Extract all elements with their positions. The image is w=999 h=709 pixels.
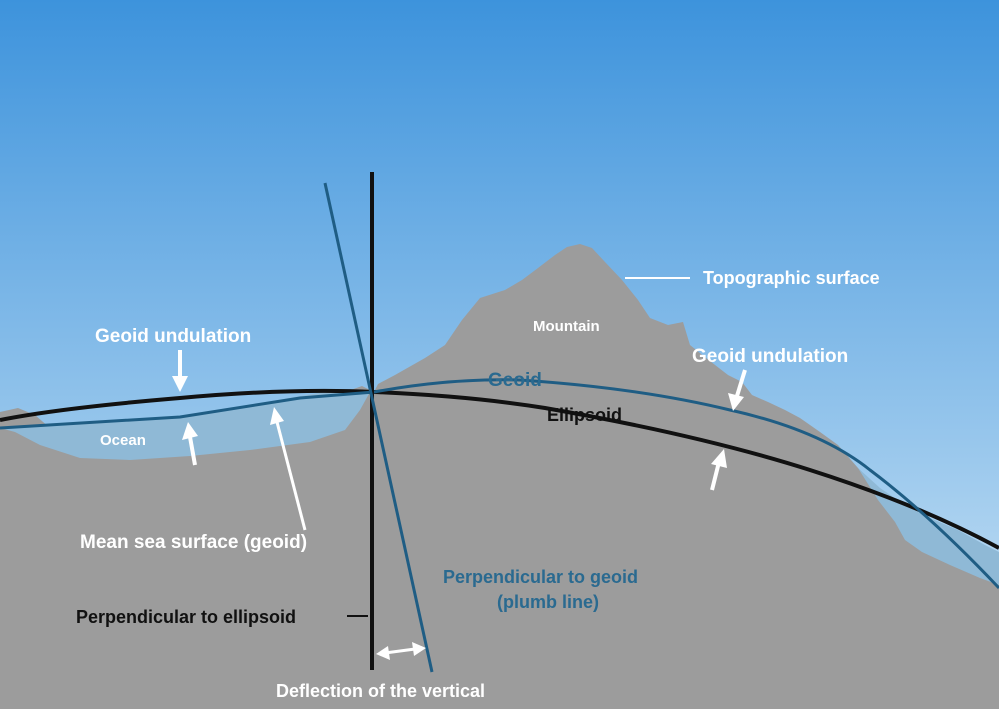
geoid-undulation-left-label: Geoid undulation bbox=[95, 326, 251, 347]
deflection-of-vertical-label: Deflection of the vertical bbox=[276, 681, 485, 701]
geoid-undulation-left-up-arrow bbox=[182, 422, 198, 466]
geoid-undulation-right-label: Geoid undulation bbox=[692, 346, 848, 367]
topographic-surface bbox=[0, 244, 999, 709]
plumb-line bbox=[323, 182, 434, 673]
deflection-double-arrow bbox=[376, 642, 426, 660]
topographic-surface-label: Topographic surface bbox=[703, 268, 880, 288]
geoid-curve bbox=[0, 378, 999, 590]
mean-sea-surface-arrow bbox=[270, 407, 307, 531]
mean-sea-surface-label: Mean sea surface (geoid) bbox=[80, 532, 307, 553]
perpendicular-to-geoid-label: Perpendicular to geoid bbox=[443, 567, 638, 587]
plumb-line-label: (plumb line) bbox=[497, 592, 599, 612]
ellipsoid-label: Ellipsoid bbox=[547, 405, 622, 425]
geoid-undulation-right-down-arrow bbox=[728, 369, 747, 411]
ellipsoid-curve bbox=[0, 388, 999, 550]
geoid-label: Geoid bbox=[488, 370, 542, 391]
ocean-label: Ocean bbox=[100, 432, 146, 449]
geoid-undulation-left-down-arrow bbox=[172, 350, 188, 392]
ocean-water bbox=[0, 390, 370, 460]
geoid-undulation-right-up-arrow bbox=[710, 449, 727, 491]
mountain-label: Mountain bbox=[533, 318, 600, 335]
perpendicular-to-ellipsoid-label: Perpendicular to ellipsoid bbox=[76, 607, 296, 627]
